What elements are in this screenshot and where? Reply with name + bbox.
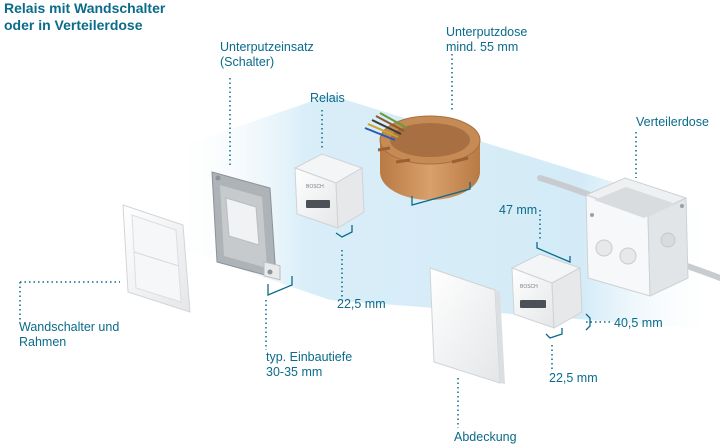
- leader-lines: [19, 54, 637, 428]
- label-relais: Relais: [310, 91, 345, 105]
- label-wandschalter-line-2: Rahmen: [19, 335, 67, 349]
- label-unterputzdose-line-2: mind. 55 mm: [446, 40, 519, 54]
- dimension-22-5mm-relay-left: 22,5 mm: [337, 297, 386, 311]
- relay-right: BOSCH: [510, 253, 583, 329]
- cover-plate: [429, 267, 505, 384]
- flush-box: [364, 112, 481, 200]
- relay-left: BOSCH: [293, 153, 365, 229]
- label-unterputzeinsatz-line-2: (Schalter): [220, 55, 275, 69]
- dimension-22-5mm-relay-right: 22,5 mm: [549, 371, 598, 385]
- label-wandschalter: Wandschalter und Rahmen: [19, 320, 119, 350]
- label-unterputzdose-line-1: Unterputzdose: [446, 25, 528, 39]
- label-einbautiefe-line-2: 30-35 mm: [266, 365, 323, 379]
- label-einbautiefe: typ. Einbautiefe 30-35 mm: [266, 350, 352, 380]
- label-unterputzeinsatz-line-1: Unterputzeinsatz: [220, 40, 314, 54]
- distribution-box: [584, 177, 689, 297]
- title-line-2: oder in Verteilerdose: [4, 17, 143, 33]
- svg-text:BOSCH: BOSCH: [520, 284, 538, 290]
- label-wandschalter-line-1: Wandschalter und: [19, 320, 120, 334]
- label-abdeckung: Abdeckung: [454, 430, 517, 444]
- title-line-1: Relais mit Wandschalter: [4, 0, 166, 16]
- flush-insert: [211, 171, 281, 281]
- label-einbautiefe-line-1: typ. Einbautiefe: [266, 350, 353, 364]
- label-verteilerdose: Verteilerdose: [636, 115, 709, 129]
- dimension-47mm: 47 mm: [499, 203, 538, 217]
- label-unterputzeinsatz: Unterputzeinsatz (Schalter): [220, 40, 314, 70]
- wall-switch-frame: [122, 204, 191, 313]
- label-unterputzdose: Unterputzdose mind. 55 mm: [446, 25, 527, 55]
- installation-beam: [170, 95, 720, 330]
- diagram-title: Relais mit Wandschalter oder in Verteile…: [4, 0, 165, 34]
- dimension-40-5mm: 40,5 mm: [614, 316, 663, 330]
- dimension-brackets: [267, 182, 591, 339]
- svg-text:BOSCH: BOSCH: [306, 184, 324, 190]
